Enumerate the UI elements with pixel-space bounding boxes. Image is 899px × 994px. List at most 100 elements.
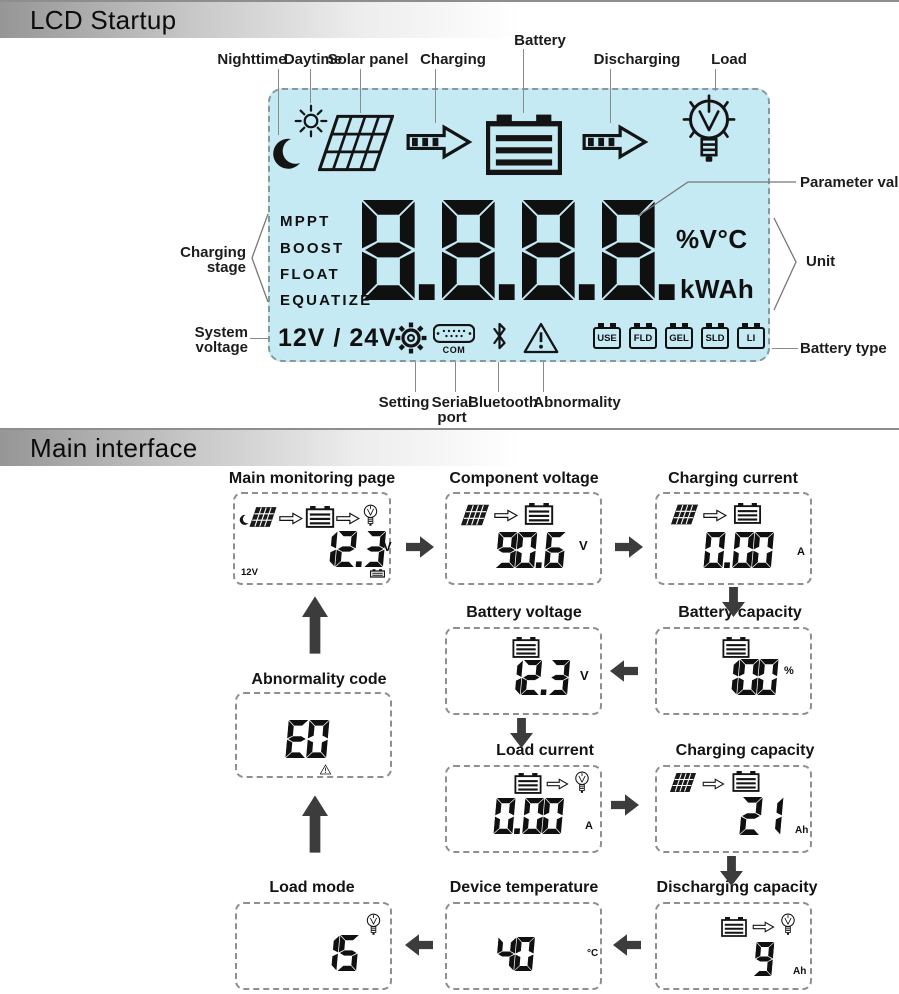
battery-icon — [513, 773, 543, 794]
battery-icon — [721, 637, 751, 658]
charging-arrow-icon — [400, 124, 478, 160]
flow-arrow-icon — [336, 512, 360, 525]
battery-icon — [511, 637, 541, 658]
battery-icon — [731, 771, 761, 792]
screen-unit: V — [580, 668, 589, 683]
callout-battery-type: Battery type — [800, 340, 887, 357]
flow-arrow-up — [302, 590, 328, 660]
callout-system-voltage-2: voltage — [195, 339, 248, 356]
lcd-display-value — [362, 200, 680, 300]
label-load: Load — [711, 51, 747, 68]
battery-type-use: USE — [593, 323, 621, 349]
discharging-arrow-icon — [576, 124, 654, 160]
screen-component-voltage: V — [445, 492, 602, 585]
callout-bluetooth: Bluetooth — [468, 394, 538, 411]
screen-label-load-mode: Load mode — [269, 879, 355, 896]
label-discharging: Discharging — [593, 51, 681, 68]
bulb-icon — [573, 771, 591, 795]
screen-unit: Ah — [793, 966, 807, 977]
battery-icon — [523, 503, 555, 525]
screen-load-current: A — [445, 765, 602, 853]
screen-battery-capacity: % — [655, 627, 812, 715]
screen-value — [493, 798, 565, 834]
callout-parameter-value: Parameter value — [800, 174, 899, 191]
bulb-icon — [362, 504, 379, 528]
label-solar-panel: Solar panel — [327, 51, 409, 68]
label-nighttime: Nighttime — [217, 51, 287, 68]
screen-value — [753, 942, 775, 976]
screen-label-device-temperature: Device temperature — [449, 879, 599, 896]
bulb-icon — [365, 913, 382, 937]
label-daytime: Daytime — [283, 51, 343, 68]
battery-icon — [732, 503, 763, 524]
connector-abnormality — [543, 362, 544, 392]
moon-icon — [239, 514, 249, 526]
screen-value — [285, 720, 330, 758]
abnormality-icon — [522, 321, 560, 355]
section-title: LCD Startup — [30, 5, 177, 35]
callout-charging-stage-2: stage — [206, 259, 246, 276]
callout-setting: Setting — [378, 394, 430, 411]
screen-value — [497, 937, 535, 971]
battery-type-li: LI — [737, 323, 765, 349]
connector-bluetooth — [498, 362, 499, 392]
screen-value — [319, 935, 359, 971]
screen-unit: V — [579, 538, 588, 553]
connector-battery-type — [772, 348, 798, 349]
flow-arrow-icon — [702, 509, 728, 522]
callout-charging-stage-1: Charging — [180, 244, 246, 261]
bluetooth-icon — [490, 319, 509, 353]
connector-discharging — [610, 69, 611, 123]
screen-device-temperature: °C — [445, 902, 602, 990]
solar-panel-icon — [670, 772, 696, 793]
screen-discharging-capacity: Ah — [655, 902, 812, 990]
flow-arrow-down — [722, 587, 745, 617]
solar-panel-icon — [249, 507, 277, 527]
screen-label-battery-capacity: Battery capacity — [678, 604, 802, 621]
connector-battery — [523, 49, 524, 113]
battery-type-gel: GEL — [665, 323, 693, 349]
system-voltage-indicator: 12V — [241, 567, 258, 578]
battery-type-sld: SLD — [701, 323, 729, 349]
unit-top: %V°C — [676, 224, 748, 254]
bracket-charging-stage — [251, 213, 269, 303]
solar-panel-icon — [461, 504, 489, 526]
bulb-icon — [779, 913, 797, 937]
flow-arrow-icon — [279, 512, 303, 525]
battery-icon — [304, 506, 336, 528]
solar-panel-icon — [318, 114, 394, 172]
label-battery: Battery — [514, 32, 566, 49]
callout-serial-2: port — [437, 409, 467, 426]
flow-arrow-down — [720, 856, 743, 886]
screen-unit: A — [585, 820, 593, 832]
connector-daytime — [310, 69, 311, 103]
flow-arrow-left — [613, 934, 641, 956]
screen-label-charging-capacity: Charging capacity — [675, 742, 815, 759]
screen-value — [495, 532, 566, 568]
connector-solar — [360, 69, 361, 113]
label-charging: Charging — [420, 51, 486, 68]
screen-unit: °C — [587, 948, 599, 959]
flow-arrow-up — [302, 788, 328, 860]
battery-type-fld: FLD — [629, 323, 657, 349]
abnormality-icon — [319, 764, 332, 775]
gear-icon — [395, 322, 427, 354]
flow-arrow-icon — [701, 778, 726, 790]
screen-value — [739, 797, 784, 835]
stage-equatize: EQUATIZE — [280, 292, 373, 309]
connector-setting — [415, 362, 416, 392]
screen-battery-voltage: V — [445, 627, 602, 715]
flow-arrow-down — [510, 718, 533, 748]
screen-main-monitoring: V 12V — [233, 492, 392, 585]
load-bulb-icon — [676, 92, 742, 176]
flow-arrow-right — [406, 536, 434, 558]
screen-charging-current: A — [655, 492, 812, 585]
connector-charging — [435, 69, 436, 123]
com-label: COM — [442, 345, 466, 355]
flow-arrow-right — [611, 794, 639, 816]
section-header-main-interface: Main interface — [0, 428, 899, 466]
connector-serial-port — [455, 362, 456, 392]
stage-float: FLOAT — [280, 266, 340, 283]
screen-label-abnormality-code: Abnormality code — [251, 671, 387, 688]
